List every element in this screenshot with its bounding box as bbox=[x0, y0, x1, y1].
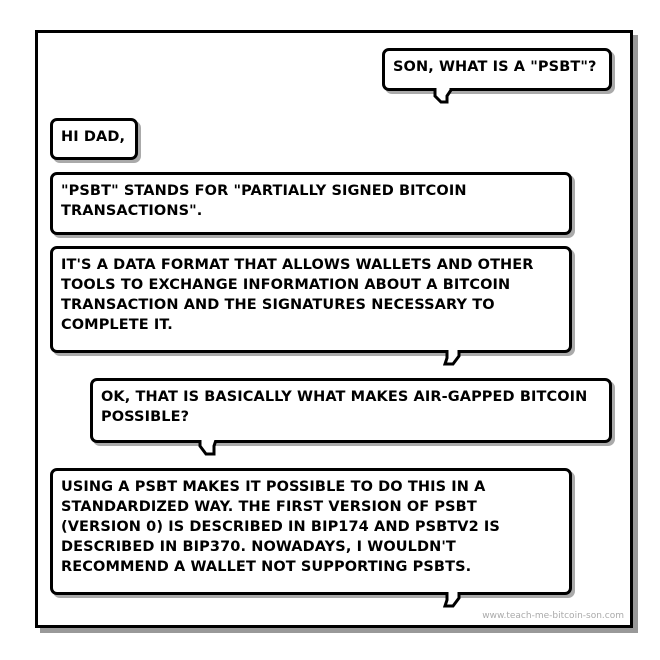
speech-bubble-tail bbox=[198, 440, 218, 456]
speech-bubble-data-format: IT'S A DATA FORMAT THAT ALLOWS WALLETS A… bbox=[50, 246, 572, 353]
speech-bubble-dad-question: SON, WHAT IS A "PSBT"? bbox=[382, 48, 612, 91]
speech-bubble-tail bbox=[433, 88, 453, 104]
speech-bubble-air-gapped-question: OK, THAT IS BASICALLY WHAT MAKES AIR-GAP… bbox=[90, 378, 612, 443]
watermark: www.teach-me-bitcoin-son.com bbox=[482, 611, 624, 621]
speech-bubble-tail bbox=[443, 592, 461, 608]
comic-panel: SON, WHAT IS A "PSBT"? HI DAD, "PSBT" ST… bbox=[35, 30, 633, 628]
speech-bubble-greeting: HI DAD, bbox=[50, 118, 138, 160]
speech-bubble-tail bbox=[443, 350, 461, 366]
speech-bubble-psbt-definition: "PSBT" STANDS FOR "PARTIALLY SIGNED BITC… bbox=[50, 172, 572, 235]
speech-bubble-psbt-versions: USING A PSBT MAKES IT POSSIBLE TO DO THI… bbox=[50, 468, 572, 595]
